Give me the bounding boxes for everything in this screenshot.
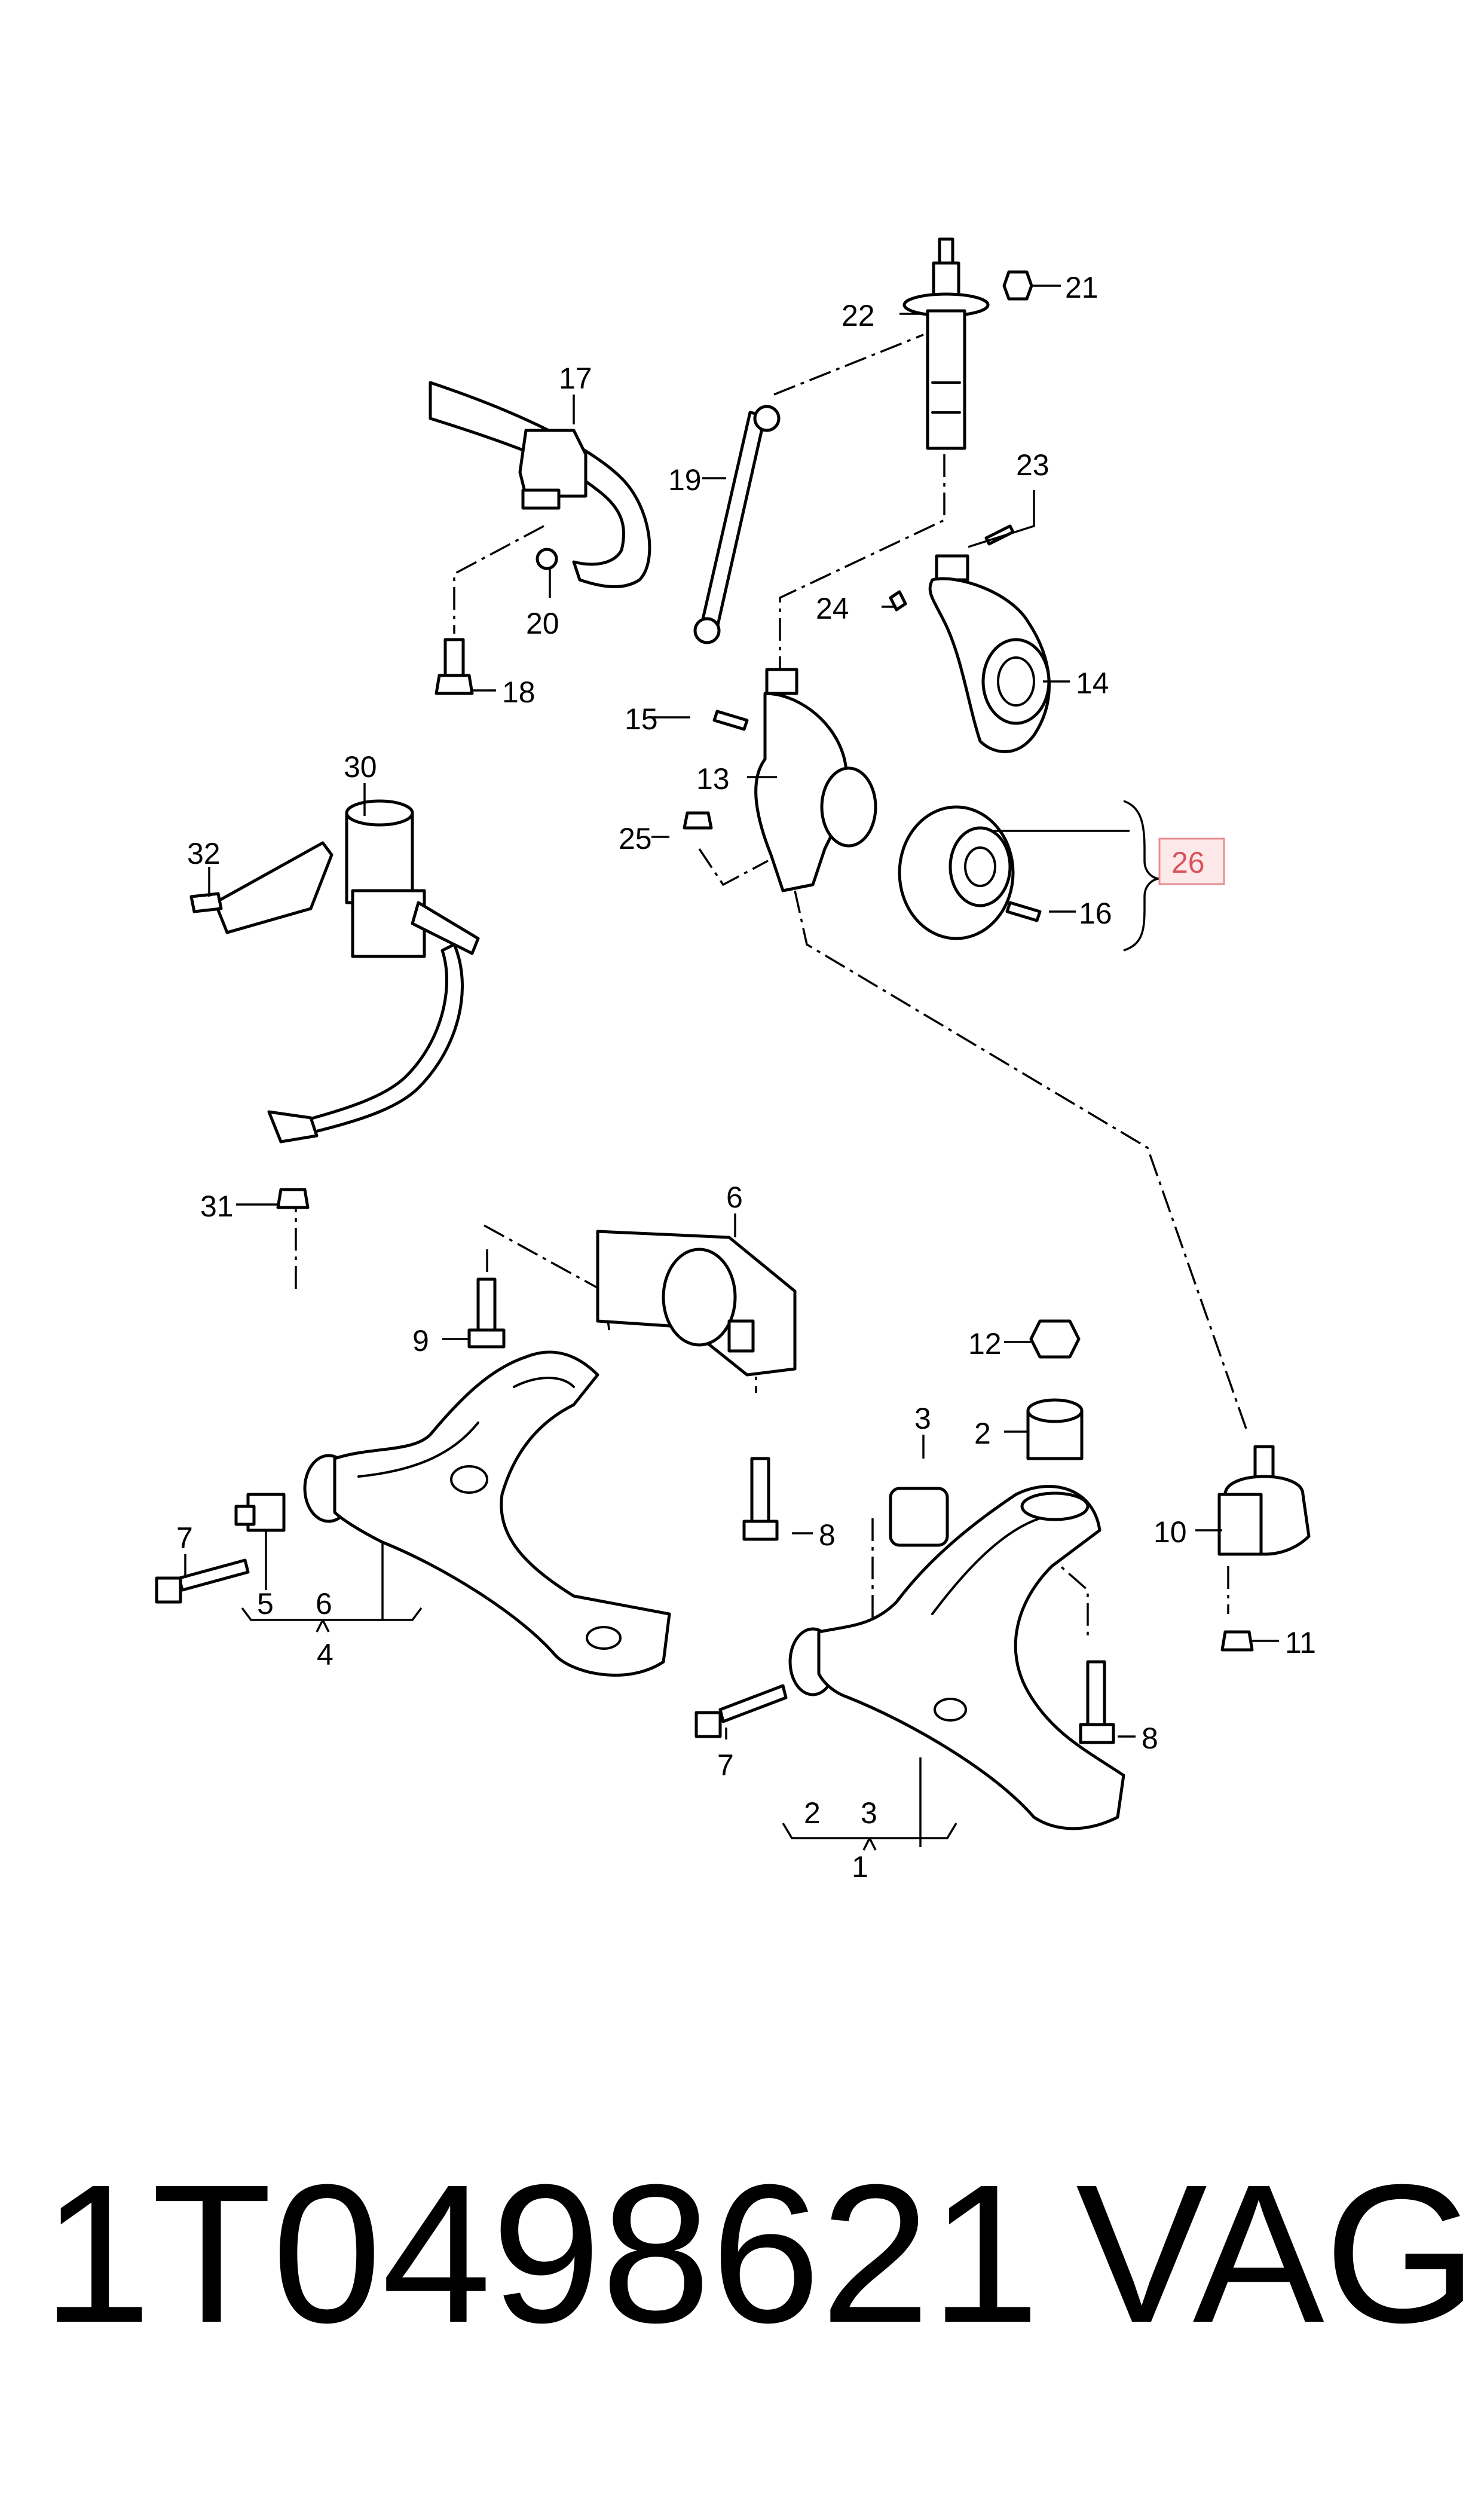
- label-5: 5: [257, 1587, 274, 1621]
- label-6-bracket: 6: [726, 1181, 743, 1214]
- highlighted-label-text: 26: [1171, 846, 1205, 879]
- label-18: 18: [502, 675, 536, 709]
- label-1: 1: [852, 1850, 868, 1884]
- label-8-upper: 8: [819, 1518, 836, 1552]
- label-22: 22: [842, 299, 875, 332]
- swivel-bearing-front: [683, 668, 877, 892]
- stabiliser-bar-assembly: [429, 381, 781, 695]
- label-7-right: 7: [717, 1748, 734, 1782]
- label-8-lower: 8: [1142, 1722, 1158, 1755]
- bush-bracket: [596, 1230, 797, 1377]
- leader-lines: [184, 285, 1279, 1851]
- label-25: 25: [619, 822, 652, 855]
- label-24: 24: [816, 592, 849, 625]
- label-15: 15: [625, 702, 658, 736]
- label-20: 20: [526, 607, 559, 640]
- label-4: 4: [317, 1638, 333, 1671]
- label-3-wishbone: 3: [861, 1796, 877, 1830]
- label-6-wishbone: 6: [316, 1587, 332, 1621]
- label-31: 31: [200, 1190, 234, 1223]
- swivel-bearing-rear: [889, 524, 1051, 753]
- part-number: 1T0498621: [42, 2143, 1040, 2364]
- label-16: 16: [1079, 897, 1112, 930]
- strut-assembly: [902, 237, 1033, 450]
- label-12: 12: [968, 1327, 1002, 1361]
- label-2-bushing: 2: [974, 1417, 991, 1450]
- label-32: 32: [187, 837, 221, 870]
- highlighted-label-26: 26: [1158, 837, 1225, 885]
- label-10: 10: [1153, 1515, 1187, 1549]
- footer: 1T0498621 VAG: [0, 2128, 1484, 2379]
- part-labels: 21 22 17 19 23 20 24 18 14 15 13 25 16 3…: [176, 271, 1316, 1884]
- label-3-bushing: 3: [914, 1402, 931, 1435]
- bolts: [155, 1277, 1115, 1744]
- label-17: 17: [559, 362, 592, 395]
- label-30: 30: [344, 750, 377, 784]
- label-21: 21: [1065, 271, 1099, 304]
- label-11: 11: [1285, 1626, 1316, 1659]
- wishbone-left: [234, 1350, 671, 1677]
- label-13: 13: [696, 762, 730, 796]
- label-7-left: 7: [176, 1521, 193, 1555]
- level-sender-assembly: [189, 799, 480, 1209]
- label-2-wishbone: 2: [804, 1796, 821, 1830]
- wheel-hub: [898, 805, 1042, 940]
- label-14: 14: [1076, 667, 1109, 700]
- ball-joint: [1217, 1445, 1311, 1652]
- label-19: 19: [668, 463, 702, 497]
- brand-name: VAG: [1076, 2143, 1478, 2364]
- wishbone-right: [788, 1319, 1125, 1830]
- label-9: 9: [412, 1324, 429, 1358]
- label-23: 23: [1016, 448, 1049, 482]
